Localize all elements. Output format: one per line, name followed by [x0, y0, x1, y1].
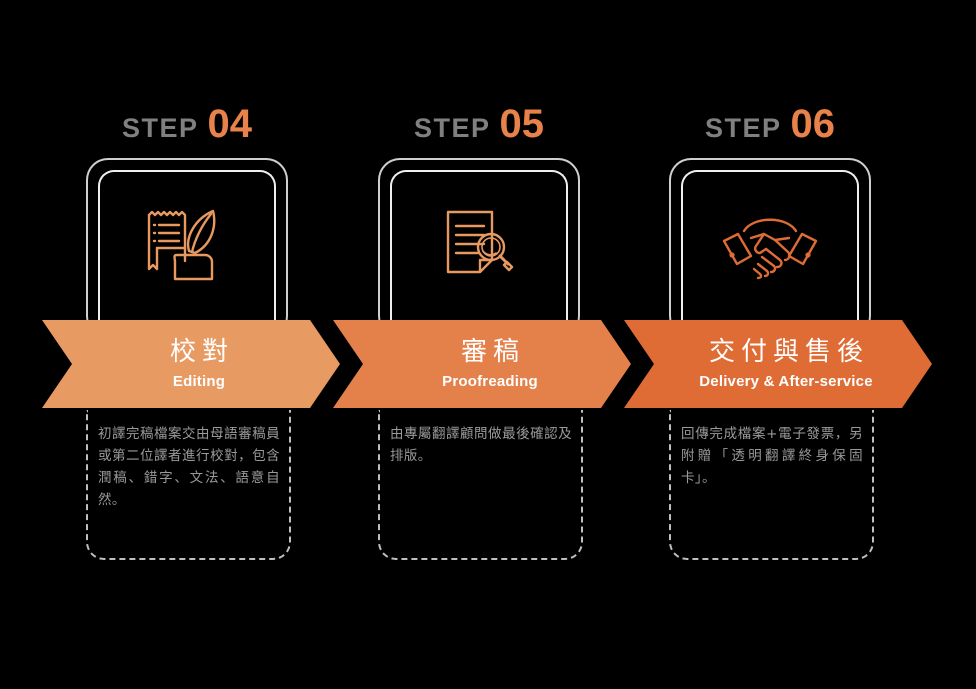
step-heading-06: STEP 06: [625, 104, 915, 144]
description-box: [86, 410, 291, 560]
step-number: 06: [790, 102, 836, 146]
banner-proofreading[interactable]: 審稿 Proofreading: [333, 320, 631, 408]
step-label: STEP: [121, 113, 199, 143]
description-box: [669, 410, 874, 560]
card-frame-outer: [378, 158, 580, 338]
step-description: 由專屬翻譯顧問做最後確認及排版。: [390, 426, 572, 464]
document-magnifier-icon: [334, 196, 624, 296]
scroll-quill-icon: [42, 196, 332, 296]
step-label: STEP: [413, 113, 491, 143]
handshake-icon: [625, 196, 915, 296]
banner-strip: 校對 Editing 審稿 Proofreading 交付與售後 Deliver…: [0, 320, 976, 408]
step-column-06: STEP 06 回傳完成檔案+電子發票，另附贈「透明翻譯終身保固卡」。: [625, 0, 915, 689]
step-description: 回傳完成檔案+電子發票，另附贈「透明翻譯終身保固卡」。: [681, 426, 863, 486]
banner-title-cn: 交付與售後: [708, 337, 869, 367]
description-box: [378, 410, 583, 560]
banner-title-en: Delivery & After-service: [699, 373, 873, 390]
step-number: 04: [207, 102, 253, 146]
step-description: 初譯完稿檔案交由母語審稿員或第二位譯者進行校對，包含潤稿、錯字、文法、語意自然。: [98, 426, 280, 508]
banner-title-cn: 審稿: [460, 337, 525, 367]
step-column-05: STEP 05 由專屬翻譯顧問做最後確認及排版。: [334, 0, 624, 689]
card-frame-inner: [390, 170, 568, 338]
step-heading-04: STEP 04: [42, 104, 332, 144]
banner-editing[interactable]: 校對 Editing: [42, 320, 340, 408]
card-frame-inner: [681, 170, 859, 338]
banner-title-en: Proofreading: [442, 373, 538, 390]
card-frame-outer: [669, 158, 871, 338]
banner-title-en: Editing: [172, 373, 226, 390]
banner-title-cn: 校對: [169, 337, 234, 367]
step-number: 05: [499, 102, 545, 146]
step-label: STEP: [704, 113, 782, 143]
card-frame-inner: [98, 170, 276, 338]
step-heading-05: STEP 05: [334, 104, 624, 144]
banner-delivery[interactable]: 交付與售後 Delivery & After-service: [624, 320, 932, 408]
step-column-04: STEP 04 初譯完稿檔案交由母語審稿員或第二位譯者進行校對，包含潤稿、錯字、文…: [42, 0, 332, 689]
card-frame-outer: [86, 158, 288, 338]
